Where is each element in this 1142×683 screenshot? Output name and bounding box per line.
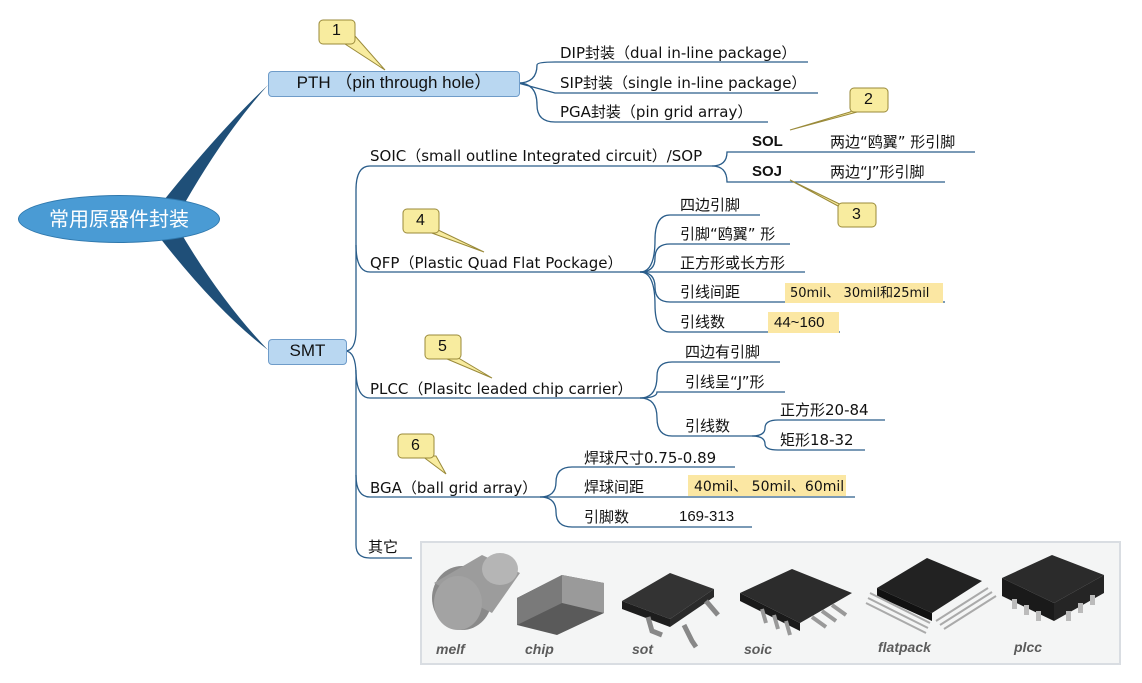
plcc-icon xyxy=(1002,555,1104,621)
pth-child-sip[interactable]: SIP封装（single in-line package） xyxy=(560,74,807,92)
caption-melf: melf xyxy=(436,641,465,657)
qfp-node[interactable]: QFP（Plastic Quad Flat Pockage） xyxy=(370,254,623,272)
soj-label[interactable]: SOJ xyxy=(752,163,783,180)
bga-child-ball-size[interactable]: 焊球尺寸0.75-0.89 xyxy=(584,449,717,467)
plcc-child-four-side[interactable]: 四边有引脚 xyxy=(685,343,761,361)
callout-number-4: 4 xyxy=(416,212,425,229)
bga-pin-value: 169-313 xyxy=(679,508,735,525)
package-photo: melf chip sot soic flatpack plcc xyxy=(420,541,1121,665)
plcc-count-rect[interactable]: 矩形18-32 xyxy=(780,431,854,449)
pth-child-pga[interactable]: PGA封装（pin grid array） xyxy=(560,103,753,121)
plcc-child-count[interactable]: 引线数 xyxy=(685,417,731,435)
package-illustrations xyxy=(432,553,1104,649)
plcc-child-j-lead[interactable]: 引线呈“J”形 xyxy=(685,373,765,391)
callout-3 xyxy=(789,179,877,228)
bga-pitch-highlight xyxy=(688,475,846,496)
pth-node[interactable]: PTH （pin through hole） xyxy=(268,71,520,97)
caption-chip: chip xyxy=(525,641,554,657)
qfp-child-count[interactable]: 引线数 xyxy=(680,313,726,331)
soj-desc: 两边“J”形引脚 xyxy=(830,163,925,181)
smt-node[interactable]: SMT xyxy=(268,339,347,365)
caption-plcc: plcc xyxy=(1014,639,1043,655)
qfp-count-highlight xyxy=(768,312,839,333)
callout-number-3: 3 xyxy=(852,206,861,223)
melf-icon xyxy=(432,553,520,630)
callout-6 xyxy=(397,433,447,475)
flatpack-icon xyxy=(865,558,997,634)
callout-1 xyxy=(318,19,386,71)
qfp-child-shape[interactable]: 正方形或长方形 xyxy=(680,254,786,272)
callout-number-2: 2 xyxy=(864,91,873,108)
sol-label[interactable]: SOL xyxy=(752,133,783,150)
bga-child-pitch[interactable]: 焊球间距 xyxy=(584,478,645,496)
plcc-node[interactable]: PLCC（Plasitc leaded chip carrier） xyxy=(370,380,633,398)
qfp-child-gullwing[interactable]: 引脚“鸥翼” 形 xyxy=(680,225,776,243)
sot-icon xyxy=(622,573,720,649)
root-node[interactable]: 常用原器件封装 xyxy=(18,195,220,243)
bga-node[interactable]: BGA（ball grid array） xyxy=(370,479,538,497)
callout-2 xyxy=(789,87,889,131)
qfp-child-four-side[interactable]: 四边引脚 xyxy=(680,196,741,214)
qfp-child-pitch[interactable]: 引线间距 xyxy=(680,283,741,301)
callout-number-5: 5 xyxy=(438,338,447,355)
plcc-count-square[interactable]: 正方形20-84 xyxy=(780,401,869,419)
bga-pitch-value: 40mil、 50mil、60mil xyxy=(694,479,845,495)
bga-child-pin-count[interactable]: 引脚数 xyxy=(584,508,630,526)
sol-desc: 两边“鸥翼” 形引脚 xyxy=(830,133,956,151)
callout-number-6: 6 xyxy=(411,437,420,454)
qfp-pitch-highlight xyxy=(785,283,943,303)
pth-child-dip[interactable]: DIP封装（dual in-line package） xyxy=(560,44,797,62)
caption-sot: sot xyxy=(632,641,653,657)
qfp-count-value: 44~160 xyxy=(774,314,825,331)
qfp-pitch-value: 50mil、 30mil和25mil xyxy=(790,286,930,301)
soic-icon xyxy=(740,569,852,636)
chip-icon xyxy=(517,575,604,635)
soic-node[interactable]: SOIC（small outline Integrated circuit）/S… xyxy=(370,147,703,165)
other-node[interactable]: 其它 xyxy=(368,538,399,556)
caption-flatpack: flatpack xyxy=(878,639,931,655)
callout-number-1: 1 xyxy=(332,22,341,39)
callout-4 xyxy=(402,208,485,253)
caption-soic: soic xyxy=(744,641,773,657)
callout-5 xyxy=(424,334,493,379)
